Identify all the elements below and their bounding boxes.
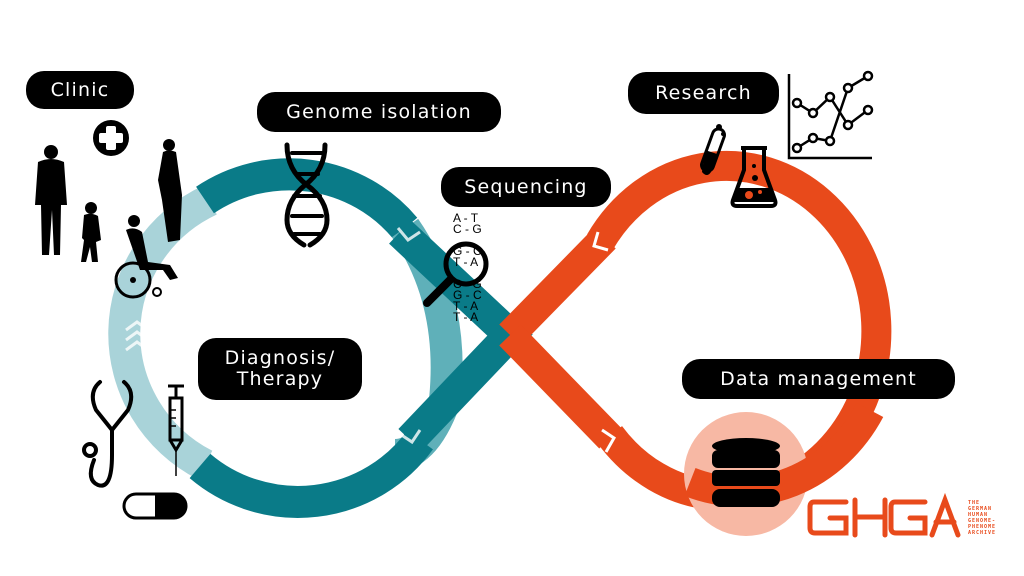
sequence-pair: G - C (453, 244, 482, 258)
line-chart-icon (787, 70, 874, 160)
sequence-pair: C - G (453, 222, 482, 236)
diagnosis-label-line1: Diagnosis/ (224, 347, 336, 369)
tagline-line: GERMAN (968, 506, 993, 512)
tagline-line: PHENOME (968, 524, 997, 530)
diagnosis-label-line2: Therapy (236, 368, 324, 390)
tagline-line: THE (968, 500, 981, 506)
tagline-line: HUMAN (968, 512, 989, 518)
stethoscope-icon (82, 380, 134, 488)
data-management-label-text: Data management (720, 367, 917, 390)
pill-icon (122, 492, 188, 520)
right-loop-upper-diagonal (499, 227, 616, 346)
sequence-pair: T - A (453, 255, 479, 269)
teal-chevrons (125, 227, 422, 445)
wheelchair-icon (114, 215, 178, 299)
ghga-logo (807, 492, 961, 538)
tagline-line: ARCHIVE (968, 530, 997, 536)
syringe-icon (168, 384, 184, 476)
test-tube-icon (700, 124, 726, 175)
medical-cross-icon (93, 120, 129, 156)
sequencing-label: Sequencing (441, 167, 611, 207)
orange-chevrons (592, 231, 616, 453)
research-label: Research (628, 72, 779, 114)
dna-icon (284, 142, 330, 248)
diagnosis-therapy-label: Diagnosis/ Therapy (198, 338, 362, 400)
sequence-pairs: A - T C - G G - C T - A C - G G - C T - … (453, 211, 482, 324)
sequence-pair: T - A (453, 310, 479, 324)
right-loop-lower-diagonal (499, 324, 621, 449)
clinic-label: Clinic (26, 71, 134, 109)
sequence-pair: G - C (453, 288, 482, 302)
sequence-pair: C - G (453, 277, 482, 291)
data-management-label: Data management (682, 359, 955, 399)
sequence-pair: T - A (453, 299, 479, 313)
clinic-label-text: Clinic (50, 78, 110, 101)
sequence-pair: A - T (453, 211, 479, 225)
database-icon (712, 438, 780, 507)
ghga-tagline: THE GERMAN HUMAN GENOME- PHENOME ARCHIVE (968, 500, 996, 536)
genome-isolation-label: Genome isolation (257, 92, 501, 132)
genome-isolation-label-text: Genome isolation (286, 100, 472, 123)
magnifier-icon (423, 241, 489, 307)
left-loop-bottom-arc (189, 430, 433, 518)
tagline-line: GENOME- (968, 518, 997, 524)
flask-icon (730, 146, 778, 208)
research-label-text: Research (655, 81, 752, 104)
people-icon (35, 139, 182, 262)
sequencing-label-text: Sequencing (464, 175, 588, 198)
